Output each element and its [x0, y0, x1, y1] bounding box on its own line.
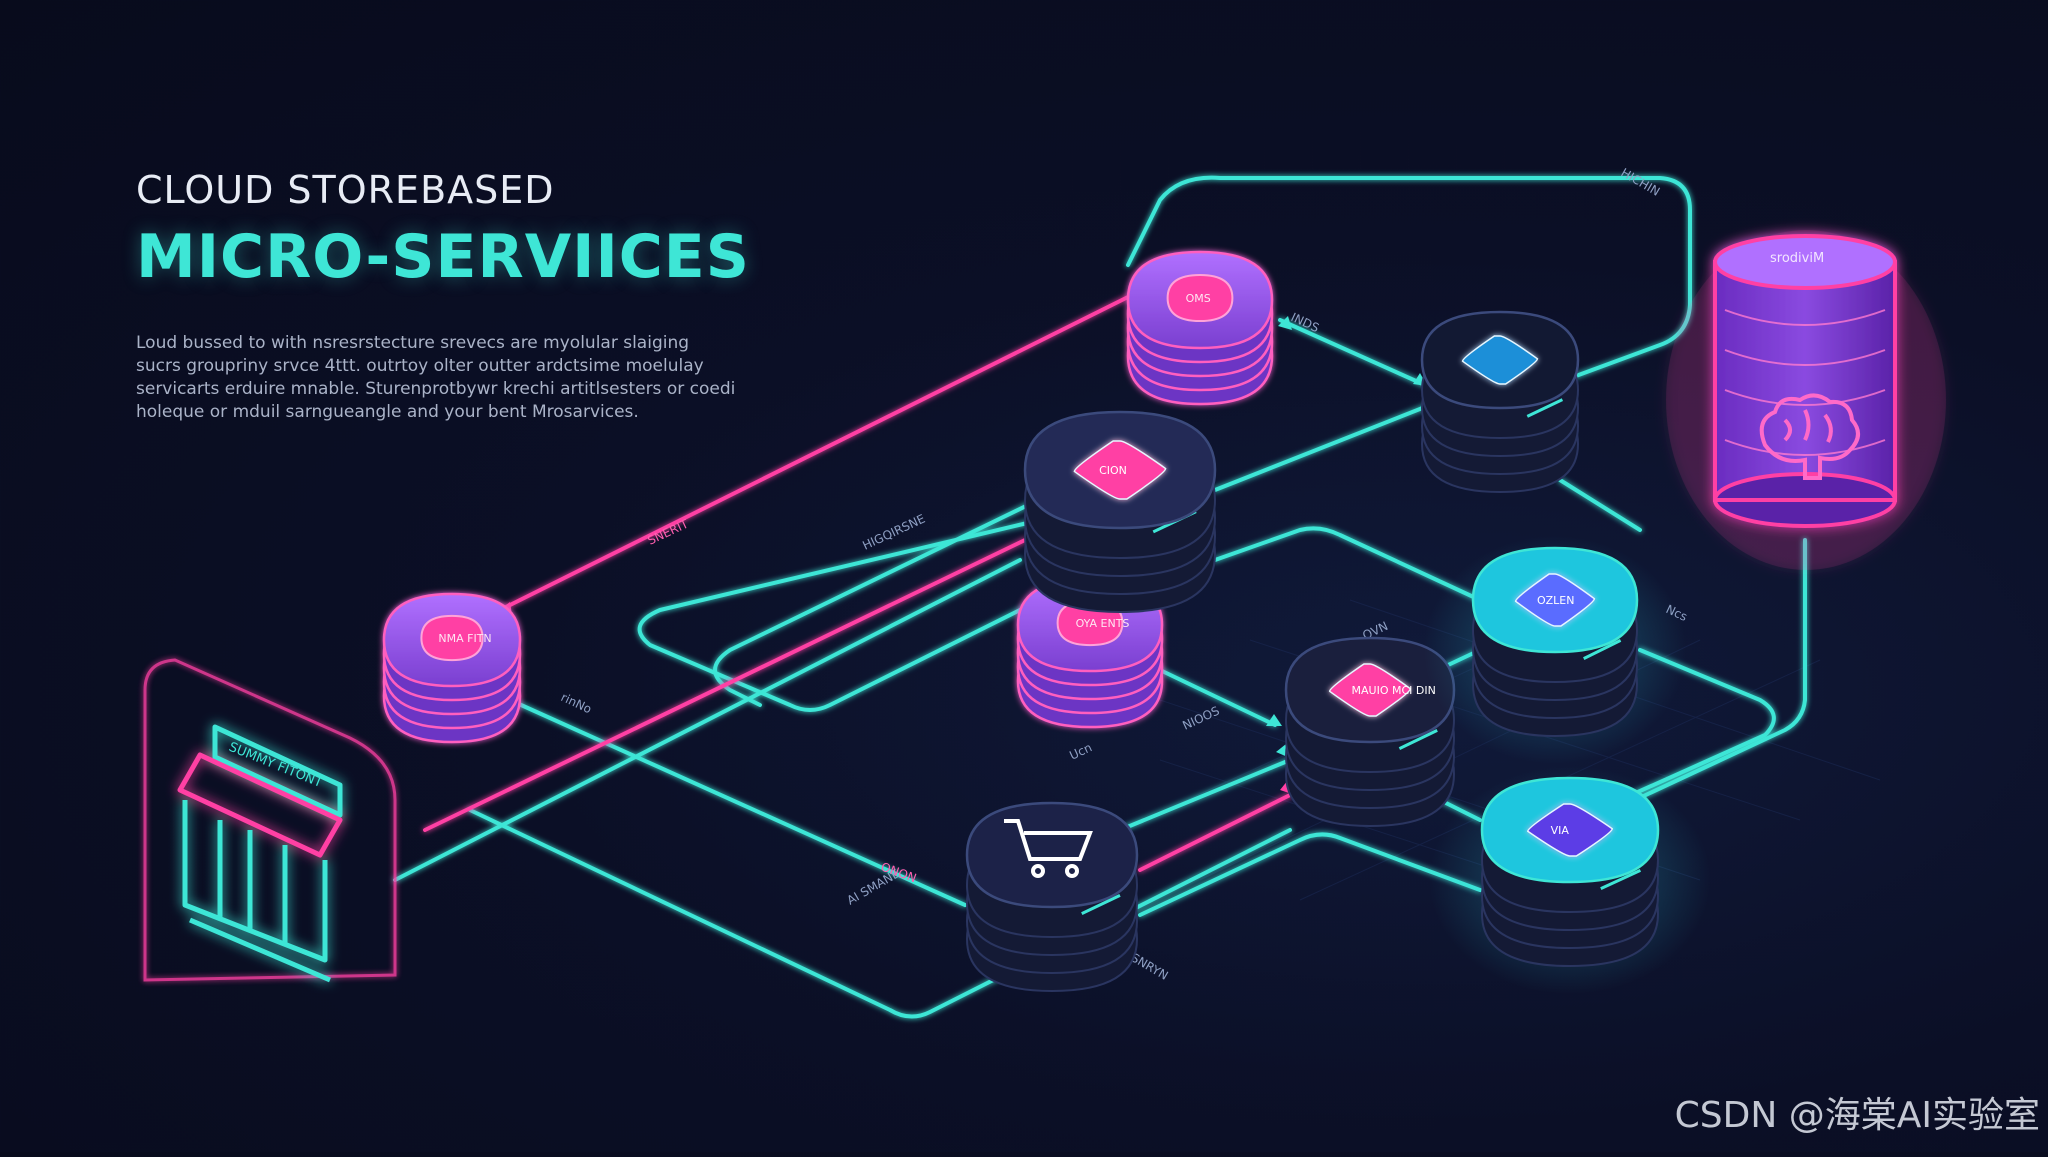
database-node[interactable]: srodiviM [1666, 230, 1946, 570]
stack-label: OMS [1186, 292, 1211, 305]
connection-label: SNERIT [645, 516, 691, 547]
server-label: CION [1099, 464, 1127, 477]
connector-mid-stack-pink-server [1158, 668, 1277, 727]
server-badge [1527, 803, 1613, 857]
server-led [1600, 869, 1642, 890]
storefront-icon [177, 724, 343, 983]
server-label: MAUIO MCI DIN [1352, 684, 1436, 697]
connector-cyan-right-loop [1618, 648, 1776, 802]
connector-mid-server-cyan [1213, 526, 1482, 602]
connector-cart-pink-server [1138, 793, 1292, 872]
connector-db-cyan [1558, 478, 1642, 532]
server-badge [1461, 335, 1539, 385]
connector-blue-bottom [1138, 832, 1482, 917]
service-server-cyan[interactable]: OZLEN [1423, 535, 1687, 765]
storefront-frame [143, 658, 397, 982]
connection-lines-magenta [423, 294, 1292, 872]
service-stack-left[interactable]: NMA FITN [382, 592, 522, 744]
database-label: srodiviM [1770, 251, 1824, 266]
connector-inner-loop [637, 518, 1042, 712]
connection-label: NIOOS [1180, 704, 1221, 733]
server-top [965, 801, 1139, 909]
service-server-mid[interactable]: CION [1023, 410, 1217, 614]
database-top [1713, 234, 1897, 290]
server-badge [1328, 663, 1412, 717]
connection-label: rinNo [559, 690, 594, 716]
server-led [1398, 729, 1438, 750]
watermark: CSDN @海棠AI实验室 [1674, 1095, 2040, 1136]
connector-big-loop-bottom [468, 808, 1292, 1019]
service-server-blue[interactable]: VIA [1429, 765, 1711, 995]
connection-label: HICHIN [1619, 165, 1663, 198]
connector-left-to-cart [508, 698, 967, 907]
server-led [1526, 398, 1564, 418]
stack-badge [420, 614, 484, 662]
description-text: Loud bussed to with nsresrstecture sreve… [136, 333, 736, 422]
connector-top-stack-left [498, 294, 1132, 612]
connection-label: HIGQIRSNE [860, 512, 927, 553]
service-server-pink[interactable]: MAUIO MCI DIN [1284, 636, 1456, 828]
connector-left-storefront-pink [423, 538, 1027, 832]
cart-icon [1004, 819, 1093, 878]
heading-block: CLOUD STOREBASED MICRO-SERVIICES Loud bu… [136, 168, 776, 424]
brain-icon [1759, 393, 1860, 480]
eyebrow-heading: CLOUD STOREBASED [136, 168, 555, 212]
connection-label: Ucn [1067, 740, 1094, 762]
server-led [1583, 639, 1622, 660]
server-label: OZLEN [1537, 594, 1575, 607]
connector-storefront-left-stack [393, 558, 1022, 882]
stack-label: NMA FITN [438, 632, 491, 645]
connector-db-down [1633, 538, 1807, 802]
server-label: VIA [1551, 824, 1570, 837]
stack-label: OYA ENTS [1076, 617, 1130, 630]
stack-badge [1166, 273, 1234, 323]
storefront-node[interactable]: SUMMY FITONT [143, 658, 397, 983]
connector-cart-mid [1118, 758, 1292, 832]
service-server-dark-top[interactable] [1420, 310, 1580, 494]
cart-server-node[interactable] [965, 801, 1139, 993]
server-led [1081, 894, 1121, 915]
service-stack-top[interactable]: OMS [1126, 250, 1274, 406]
server-badge [1073, 440, 1167, 500]
connection-lines-cyan [393, 175, 1807, 1019]
page-title: MICRO-SERVIICES [136, 222, 751, 292]
connector-inner-loop-2 [713, 468, 1102, 707]
database-rings [1724, 309, 1886, 456]
connector-mid-server-dark-top [1213, 403, 1432, 492]
connector-top-stack-dark-top [1278, 318, 1427, 387]
server-badge [1514, 573, 1596, 627]
